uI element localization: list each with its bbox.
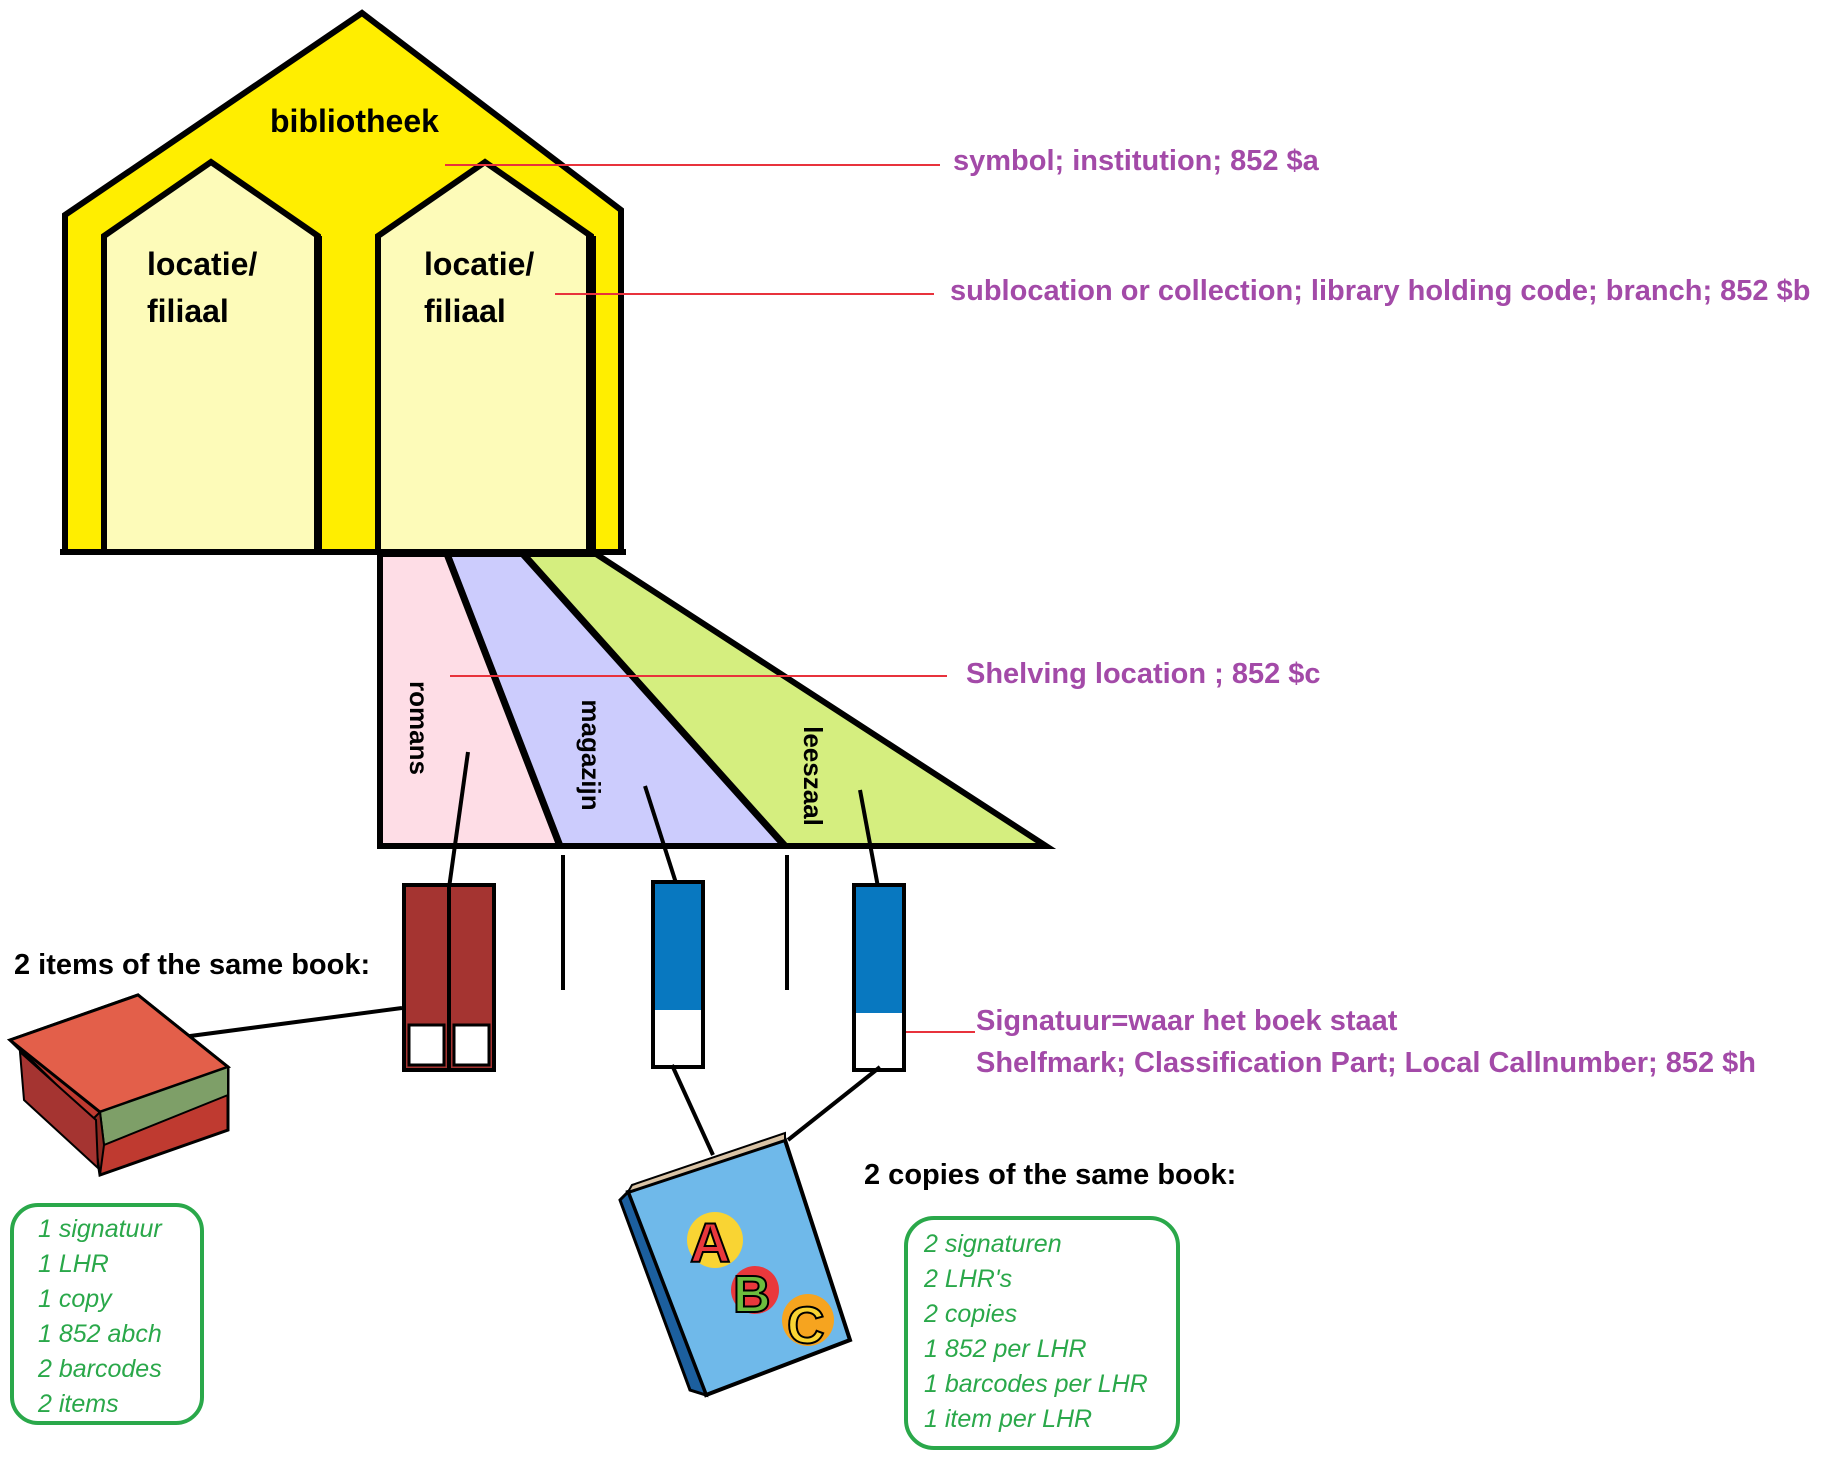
copies-info-line: 1 852 per LHR	[924, 1335, 1087, 1363]
items-info-line: 1 LHR	[38, 1250, 109, 1278]
branch-right	[375, 158, 594, 555]
items-info-line: 2 barcodes	[37, 1355, 162, 1383]
copies-info-box: 2 signaturen 2 LHR's 2 copies 1 852 per …	[904, 1216, 1180, 1450]
building-title: bibliotheek	[270, 103, 439, 139]
library-building: bibliotheek locatie/ filiaal locatie/ fi…	[60, 9, 626, 555]
items-info-line: 1 copy	[38, 1285, 113, 1313]
branch-left	[101, 158, 321, 555]
branch-left-label-2: filiaal	[147, 293, 229, 329]
shelf-connectors	[447, 751, 880, 990]
items-info-line: 1 852 abch	[38, 1320, 162, 1348]
shelf-romans	[380, 554, 560, 846]
red-book-icon	[6, 993, 232, 1178]
abc-book-icon: A B C	[618, 1131, 853, 1398]
branch-right-label-2: filiaal	[424, 293, 506, 329]
copies-info-line: 2 LHR's	[923, 1265, 1012, 1293]
annotation-institution: symbol; institution; 852 $a	[953, 145, 1320, 177]
copies-info-line: 1 item per LHR	[924, 1405, 1092, 1433]
annotation-shelfmark: Shelfmark; Classification Part; Local Ca…	[976, 1047, 1756, 1079]
items-info-line: 2 items	[37, 1390, 119, 1418]
shelf-magazijn-label: magazijn	[576, 699, 606, 810]
shelf-leeszaal	[523, 554, 1046, 846]
branch-left-label-1: locatie/	[147, 246, 257, 282]
copies-info-line: 2 copies	[923, 1300, 1017, 1328]
copy-spine-magazijn	[651, 880, 705, 1069]
branch-right-label-1: locatie/	[424, 246, 534, 282]
annotation-leaders	[445, 164, 975, 1033]
items-info-box: 1 signatuur 1 LHR 1 copy 1 852 abch 2 ba…	[10, 1203, 204, 1425]
annotation-signatuur: Signatuur=waar het boek staat	[976, 1005, 1398, 1037]
shelving-locations: romans magazijn leeszaal	[377, 551, 1057, 849]
shelf-romans-label: romans	[404, 681, 434, 775]
annotation-shelving: Shelving location ; 852 $c	[966, 658, 1321, 690]
abc-letter-b: B	[733, 1266, 771, 1324]
copies-heading: 2 copies of the same book:	[864, 1159, 1236, 1191]
copy-spine-leeszaal	[852, 883, 906, 1072]
annotation-sublocation: sublocation or collection; library holdi…	[950, 275, 1810, 307]
shelf-leeszaal-label: leeszaal	[798, 726, 828, 826]
abc-letter-a: A	[690, 1211, 730, 1274]
copies-info-line: 1 barcodes per LHR	[924, 1370, 1148, 1398]
abc-letter-c: C	[787, 1297, 825, 1355]
item-spines-romans	[402, 883, 496, 1072]
book-links	[159, 1006, 882, 1156]
annotations: symbol; institution; 852 $a sublocation …	[950, 145, 1810, 1079]
items-info-line: 1 signatuur	[38, 1215, 163, 1243]
shelf-magazijn	[447, 554, 785, 846]
items-heading: 2 items of the same book:	[14, 949, 370, 981]
copies-info-line: 2 signaturen	[923, 1230, 1062, 1258]
